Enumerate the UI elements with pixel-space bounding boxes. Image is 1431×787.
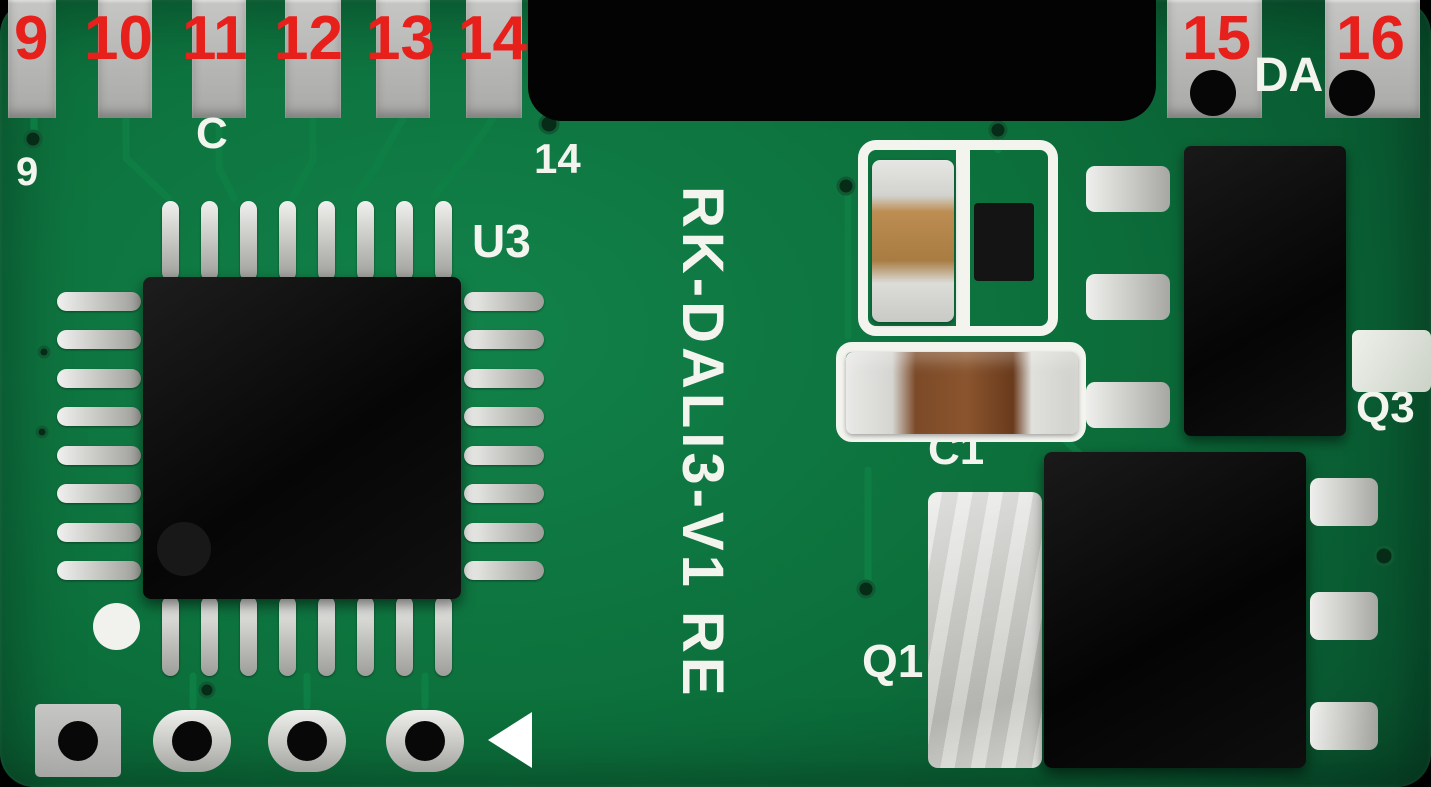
pad-number-9: 9 — [14, 4, 49, 73]
transistor-q1-body — [1044, 452, 1306, 768]
ic-pin — [240, 596, 257, 676]
ic-pin — [279, 596, 296, 676]
ic-pin — [464, 560, 544, 580]
ic-pin — [57, 292, 141, 311]
capacitor-c1-body — [846, 352, 1078, 434]
ic-pin — [464, 407, 544, 427]
oval-pad-3-hole — [405, 721, 445, 761]
ic-pin — [57, 560, 141, 580]
q3-pin-2 — [1086, 274, 1170, 320]
square-pad-hole — [58, 721, 98, 761]
ic-pin — [464, 522, 544, 542]
ic-pins-top — [162, 201, 452, 281]
pad15-drill-hole — [1190, 70, 1236, 116]
ic-pin — [57, 522, 141, 542]
silk-q1-ref: Q1 — [862, 635, 924, 687]
ic-pin — [57, 330, 141, 350]
transistor-q3-body — [1184, 146, 1346, 436]
pad-number-15: 15 — [1182, 4, 1251, 73]
ic-pin — [357, 596, 374, 676]
ic-pin — [57, 368, 141, 388]
pad-number-12: 12 — [274, 4, 343, 73]
silk-outline-divider — [956, 148, 970, 328]
edge-pad-10 — [98, 0, 152, 118]
q1-pin-2 — [1310, 592, 1378, 640]
silk-circle-mark — [93, 603, 140, 650]
ic-pin — [435, 201, 452, 281]
ic-pin — [464, 292, 544, 311]
ic-pin — [464, 330, 544, 350]
ic-pin — [57, 484, 141, 504]
edge-pad-12 — [285, 0, 341, 118]
silk-triangle-arrow — [488, 712, 532, 768]
oval-pad-1-hole — [172, 721, 212, 761]
ic-pins-right — [464, 292, 544, 580]
ic-pin — [396, 201, 413, 281]
pad16-drill-hole — [1329, 70, 1375, 116]
ic-pin — [57, 407, 141, 427]
pad-number-13: 13 — [366, 4, 435, 73]
ic-pin — [57, 445, 141, 465]
ic-pin — [464, 484, 544, 504]
silk-da-mark: DA — [1254, 49, 1324, 102]
ic-pin — [357, 201, 374, 281]
small-black-component — [974, 203, 1034, 281]
board-edge-cutout — [528, 0, 1156, 121]
tantalum-capacitor — [872, 160, 954, 322]
q1-heatsink-pad — [928, 492, 1042, 768]
edge-pad-11 — [192, 0, 246, 118]
ic-pin — [201, 596, 218, 676]
ic-pin — [396, 596, 413, 676]
silk-q3-ref: Q3 — [1356, 383, 1415, 432]
silk-pin14-mark: 14 — [534, 135, 581, 182]
silk-outline-c1 — [836, 342, 1086, 442]
ic-pins-left — [57, 292, 141, 580]
ic-pin — [435, 596, 452, 676]
silk-c-mark: C — [196, 109, 228, 158]
ic-pin — [201, 201, 218, 281]
q1-pin-3 — [1310, 702, 1378, 750]
silk-outline-top-group — [858, 140, 1058, 336]
ic-pin — [464, 368, 544, 388]
via-holes — [23, 113, 1395, 699]
pad-number-11: 11 — [182, 4, 248, 73]
ic-pin — [318, 596, 335, 676]
pad-number-14: 14 — [458, 4, 527, 73]
ic-pin1-dot — [157, 522, 211, 576]
q3-pin-3 — [1086, 382, 1170, 428]
silk-u3-ref: U3 — [472, 215, 531, 267]
ic-pin — [279, 201, 296, 281]
oval-pad-2-hole — [287, 721, 327, 761]
silk-pin9-mark: 9 — [16, 150, 39, 194]
ic-pin — [162, 596, 179, 676]
q1-pin-1 — [1310, 478, 1378, 526]
silk-board-name: RK-DALI3-V1 RE — [670, 186, 735, 700]
ic-pin — [464, 445, 544, 465]
ic-pin — [240, 201, 257, 281]
edge-pad-9 — [8, 0, 56, 118]
pad-number-16: 16 — [1336, 4, 1405, 73]
edge-pad-13 — [376, 0, 430, 118]
q3-solder-tab — [1352, 330, 1431, 392]
edge-pad-14 — [466, 0, 522, 118]
pad-number-10: 10 — [84, 4, 153, 73]
q3-pin-1 — [1086, 166, 1170, 212]
ic-pin — [162, 201, 179, 281]
ic-pin — [318, 201, 335, 281]
ic-pins-bottom — [162, 596, 452, 676]
